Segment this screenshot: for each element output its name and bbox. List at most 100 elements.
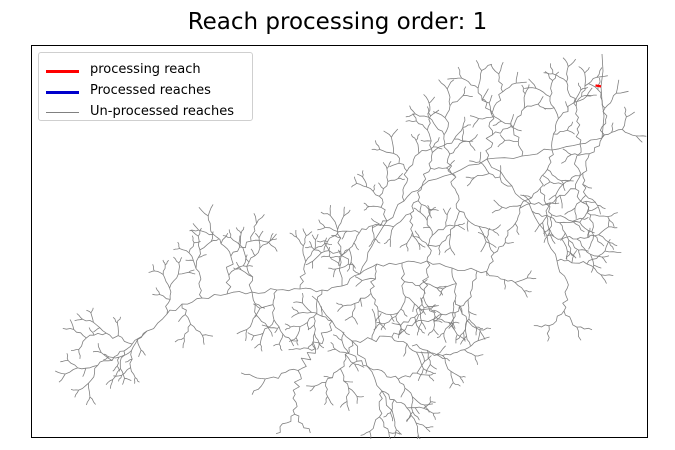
unprocessed-reach — [70, 389, 79, 391]
unprocessed-reach — [100, 352, 113, 361]
unprocessed-reach — [82, 318, 94, 323]
unprocessed-reach — [236, 329, 248, 335]
unprocessed-reach — [294, 413, 311, 434]
unprocessed-reach — [338, 266, 343, 286]
unprocessed-reach — [363, 206, 370, 211]
unprocessed-reach — [78, 349, 81, 359]
unprocessed-reach — [118, 375, 122, 382]
unprocessed-reach — [597, 77, 601, 90]
unprocessed-reach — [76, 313, 83, 320]
unprocessed-reach — [348, 232, 360, 250]
unprocessed-reach — [278, 334, 284, 345]
unprocessed-reach — [105, 379, 113, 386]
unprocessed-reach — [124, 377, 132, 381]
unprocessed-reach — [273, 343, 280, 347]
unprocessed-reach — [433, 412, 441, 414]
unprocessed-reach — [86, 332, 107, 339]
unprocessed-reach — [428, 96, 436, 104]
unprocessed-reach — [428, 375, 435, 382]
unprocessed-reach — [567, 129, 575, 135]
unprocessed-reach — [572, 220, 585, 233]
unprocessed-reach — [469, 134, 478, 142]
unprocessed-reach — [514, 282, 525, 292]
unprocessed-reach — [552, 71, 560, 81]
unprocessed-reach — [360, 298, 363, 307]
unprocessed-reach — [338, 230, 360, 234]
unprocessed-reach — [453, 382, 461, 387]
unprocessed-reach — [106, 332, 133, 345]
unprocessed-reach — [86, 309, 92, 314]
unprocessed-reach — [354, 276, 363, 281]
unprocessed-reach — [492, 126, 512, 136]
unprocessed-reach — [394, 429, 397, 438]
unprocessed-reach — [378, 182, 384, 190]
unprocessed-reach — [417, 368, 424, 382]
unprocessed-reach — [504, 139, 519, 142]
unprocessed-reach — [379, 195, 388, 222]
unprocessed-reach — [609, 242, 614, 250]
unprocessed-reach — [86, 396, 91, 406]
unprocessed-reach — [103, 356, 110, 361]
unprocessed-reach — [275, 413, 295, 434]
unprocessed-reach — [567, 240, 572, 253]
unprocessed-reach — [267, 326, 277, 329]
unprocessed-reach — [60, 360, 69, 363]
unprocessed-reach — [307, 324, 315, 330]
unprocessed-reach — [379, 149, 394, 154]
unprocessed-reach — [464, 340, 479, 351]
unprocessed-reach — [559, 195, 563, 209]
unprocessed-reach — [580, 86, 589, 91]
unprocessed-reach — [493, 199, 503, 208]
unprocessed-reach — [290, 325, 300, 328]
unprocessed-reach — [325, 227, 339, 233]
unprocessed-reach — [585, 195, 598, 206]
unprocessed-reach — [554, 195, 557, 205]
unprocessed-reach — [425, 364, 431, 374]
unprocessed-reach — [611, 122, 614, 133]
unprocessed-reach — [400, 263, 406, 298]
unprocessed-reach — [351, 303, 356, 317]
unprocessed-reach — [421, 321, 427, 330]
unprocessed-reach — [242, 254, 248, 267]
unprocessed-reach — [258, 230, 264, 238]
unprocessed-reach — [514, 277, 528, 283]
unprocessed-reach — [600, 274, 607, 284]
unprocessed-reach — [436, 287, 444, 296]
unprocessed-reach — [291, 312, 299, 318]
unprocessed-reach — [198, 206, 209, 217]
unprocessed-reach — [400, 388, 406, 398]
unprocessed-reach — [492, 229, 500, 236]
unprocessed-reach — [198, 229, 214, 236]
unprocessed-reach — [341, 249, 348, 256]
unprocessed-reach — [475, 60, 482, 71]
unprocessed-reach — [389, 226, 394, 239]
unprocessed-reach — [467, 270, 478, 300]
unprocessed-reach — [245, 329, 248, 341]
unprocessed-reach — [450, 371, 454, 383]
unprocessed-reach — [181, 303, 191, 325]
unprocessed-reach — [466, 220, 469, 232]
unprocessed-reach — [578, 82, 582, 91]
unprocessed-reach — [88, 383, 91, 397]
unprocessed-reach — [193, 241, 201, 244]
unprocessed-reach — [466, 320, 480, 331]
unprocessed-reach — [598, 226, 609, 236]
unprocessed-reach — [521, 84, 526, 95]
unprocessed-reach — [419, 309, 422, 323]
unprocessed-reach — [561, 179, 574, 182]
unprocessed-reach — [477, 70, 482, 89]
unprocessed-reach — [306, 385, 315, 387]
unprocessed-reach — [449, 382, 454, 389]
unprocessed-reach — [523, 93, 526, 109]
plot-area: processing reach Processed reaches Un-pr… — [31, 45, 648, 439]
unprocessed-reach — [174, 337, 185, 343]
unprocessed-reach — [230, 240, 252, 257]
unprocessed-reach — [416, 435, 419, 439]
unprocessed-reach — [426, 210, 431, 221]
unprocessed-reach — [490, 64, 500, 75]
unprocessed-reach — [510, 126, 522, 132]
unprocessed-reach — [431, 226, 447, 236]
unprocessed-reach — [337, 215, 345, 230]
unprocessed-reach — [439, 233, 451, 246]
unprocessed-reach — [449, 141, 464, 155]
